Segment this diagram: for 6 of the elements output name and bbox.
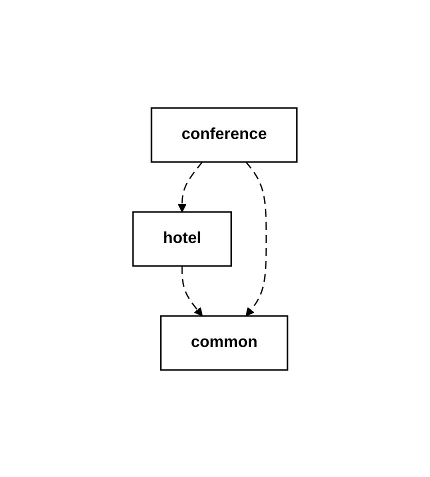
arrow bbox=[178, 161, 203, 212]
arrow bbox=[182, 266, 203, 316]
node-box: conference bbox=[150, 106, 298, 162]
node-box: common bbox=[160, 314, 288, 370]
node-box: hotel bbox=[132, 210, 232, 266]
arrow bbox=[246, 161, 267, 316]
